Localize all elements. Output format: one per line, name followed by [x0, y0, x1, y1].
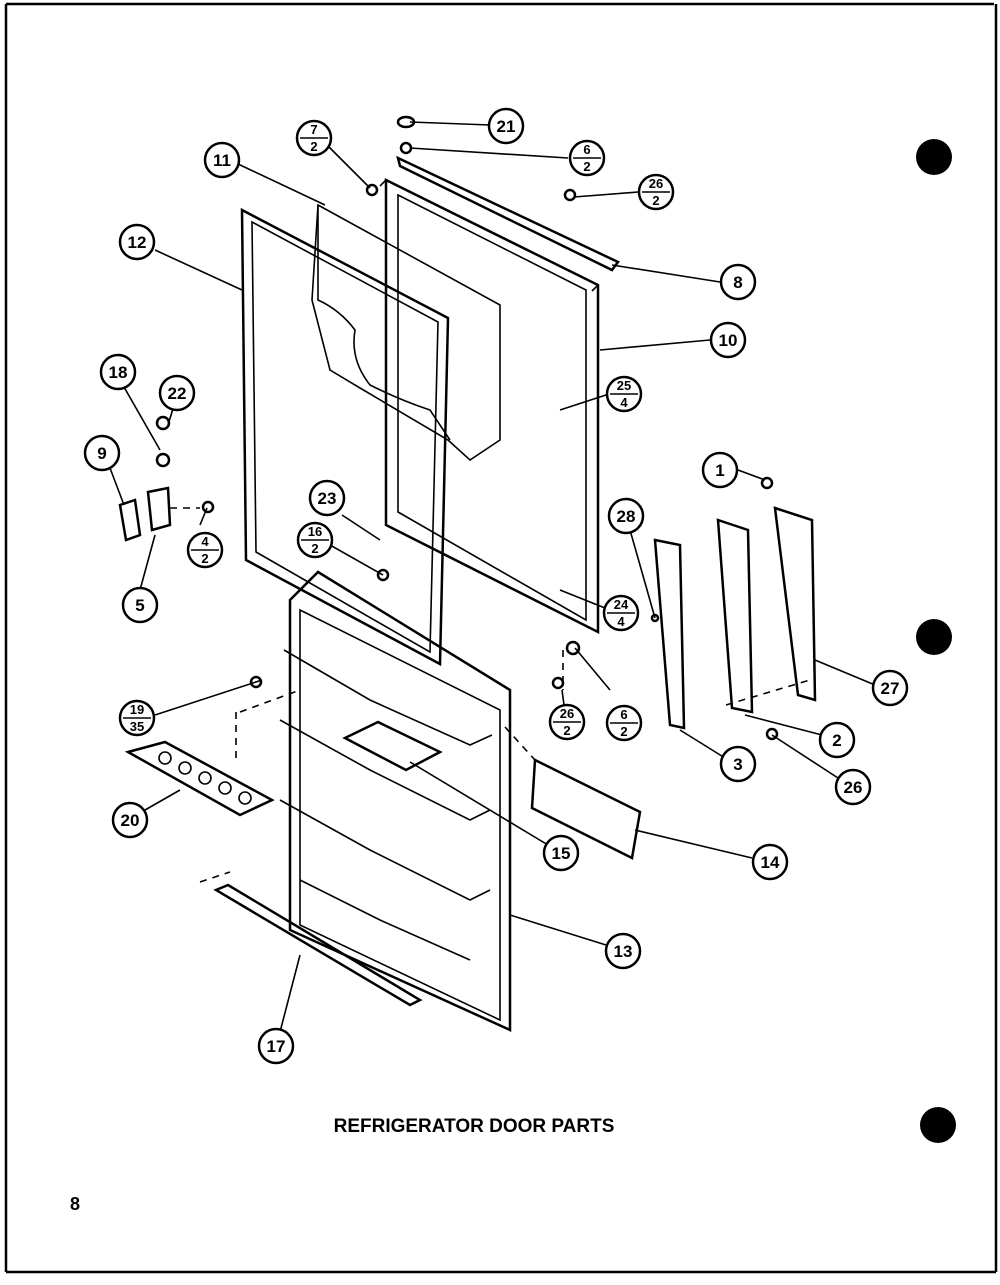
svg-text:2: 2 — [310, 139, 317, 154]
door-liner — [311, 203, 501, 462]
svg-text:2: 2 — [563, 723, 570, 738]
svg-text:20: 20 — [121, 811, 140, 830]
svg-text:4: 4 — [620, 395, 628, 410]
hinge-bracket-3 — [653, 538, 686, 730]
page-number: 8 — [70, 1194, 80, 1214]
svg-text:7: 7 — [310, 122, 317, 137]
svg-text:2: 2 — [620, 724, 627, 739]
callout-27: 27 — [871, 669, 909, 707]
svg-text:11: 11 — [213, 151, 231, 170]
callout-12: 12 — [118, 223, 156, 261]
callout-21: 21 — [487, 107, 525, 145]
svg-text:13: 13 — [614, 942, 633, 961]
callout-24-4: 244 — [602, 594, 640, 632]
callout-17: 17 — [257, 1027, 295, 1065]
hinge-cap — [146, 486, 172, 532]
svg-text:14: 14 — [761, 853, 780, 872]
svg-text:12: 12 — [128, 233, 147, 252]
callout-2: 2 — [818, 721, 856, 759]
page-frame — [4, 2, 998, 1274]
callout-28: 28 — [607, 497, 645, 535]
callout-11: 11 — [203, 141, 241, 179]
callout-14: 14 — [751, 843, 789, 881]
svg-text:26: 26 — [649, 176, 663, 191]
shelf-rail — [530, 758, 642, 860]
callout-10: 10 — [709, 321, 747, 359]
svg-text:4: 4 — [201, 534, 209, 549]
svg-text:2: 2 — [832, 731, 841, 750]
svg-text:3: 3 — [733, 755, 742, 774]
hinge-bracket-2 — [716, 518, 754, 714]
svg-text:18: 18 — [109, 363, 128, 382]
svg-text:22: 22 — [168, 384, 187, 403]
svg-text:6: 6 — [583, 142, 590, 157]
inner-door-panel — [279, 570, 512, 1032]
svg-text:26: 26 — [844, 778, 863, 797]
callout-5: 5 — [121, 586, 159, 624]
callout-26: 26 — [834, 768, 872, 806]
callout-4-2: 42 — [186, 531, 224, 569]
callout-20: 20 — [111, 801, 149, 839]
callout-9: 9 — [83, 434, 121, 472]
svg-text:21: 21 — [497, 117, 516, 136]
svg-text:2: 2 — [583, 159, 590, 174]
svg-text:26: 26 — [560, 706, 574, 721]
svg-text:27: 27 — [881, 679, 900, 698]
svg-text:16: 16 — [308, 524, 322, 539]
callout-25-4: 254 — [605, 375, 643, 413]
binder-hole-top — [916, 139, 952, 175]
door-outer-panel — [379, 177, 600, 635]
svg-text:24: 24 — [614, 597, 629, 612]
hinge-shim — [118, 498, 142, 542]
svg-text:5: 5 — [135, 596, 144, 615]
leader-lines — [109, 121, 876, 1033]
svg-text:2: 2 — [652, 193, 659, 208]
top-hinge-bar — [396, 155, 620, 272]
bottom-trim-strip — [213, 883, 423, 1007]
binder-hole-bottom — [920, 1107, 956, 1143]
callout-18: 18 — [99, 353, 137, 391]
callout-13: 13 — [604, 932, 642, 970]
svg-text:6: 6 — [620, 707, 627, 722]
callout-15: 15 — [542, 834, 580, 872]
hinge-bracket-27 — [773, 506, 817, 702]
svg-text:2: 2 — [201, 551, 208, 566]
callout-22: 22 — [158, 374, 196, 412]
svg-text:17: 17 — [267, 1037, 286, 1056]
svg-text:4: 4 — [617, 614, 625, 629]
callout-8: 8 — [719, 263, 757, 301]
callout-16-2: 162 — [296, 521, 334, 559]
svg-text:8: 8 — [733, 273, 742, 292]
callout-23: 23 — [308, 479, 346, 517]
door-gasket — [240, 207, 450, 667]
callout-26-2-top: 262 — [637, 173, 675, 211]
svg-text:23: 23 — [318, 489, 337, 508]
svg-text:10: 10 — [719, 331, 738, 350]
svg-text:28: 28 — [617, 507, 636, 526]
callout-7-2: 72 — [295, 119, 333, 157]
svg-text:15: 15 — [552, 844, 571, 863]
callout-6-2-bottom: 62 — [605, 704, 643, 742]
svg-text:35: 35 — [130, 719, 144, 734]
egg-tray — [124, 740, 275, 817]
binder-hole-middle — [916, 619, 952, 655]
callout-1: 1 — [701, 451, 739, 489]
callout-3: 3 — [719, 745, 757, 783]
svg-text:2: 2 — [311, 541, 318, 556]
fasteners — [155, 115, 779, 741]
dairy-tray — [342, 720, 443, 772]
callout-6-2-top: 62 — [568, 139, 606, 177]
svg-text:9: 9 — [97, 444, 106, 463]
svg-text:19: 19 — [130, 702, 144, 717]
callout-26-2-bottom: 262 — [548, 703, 586, 741]
diagram-title: REFRIGERATOR DOOR PARTS — [334, 1116, 615, 1137]
svg-text:25: 25 — [617, 378, 631, 393]
svg-text:1: 1 — [715, 461, 724, 480]
